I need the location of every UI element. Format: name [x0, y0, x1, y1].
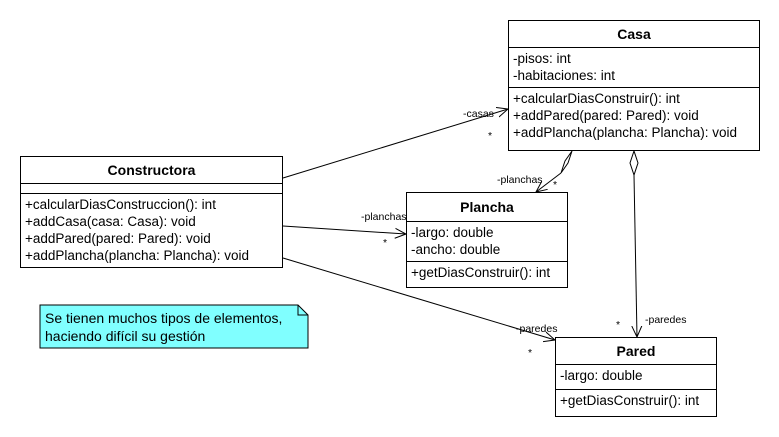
method: +addPared(pared: Pared): void	[25, 231, 211, 246]
label-role-planchas-casa: -planchas	[497, 174, 543, 186]
aggregation-diamond-casa-planchas	[560, 150, 573, 174]
method: +addPlancha(plancha: Plancha): void	[513, 125, 738, 140]
method: +addPared(pared: Pared): void	[513, 108, 699, 123]
class-plancha[interactable]: Plancha -largo: double -ancho: double +g…	[406, 192, 568, 288]
class-casa[interactable]: Casa -pisos: int -habitaciones: int +cal…	[508, 20, 760, 151]
label-mult-paredes-constructora: *	[528, 347, 533, 359]
label-role-paredes-casa: -paredes	[645, 314, 687, 326]
aggregation-diamond-casa-paredes	[629, 149, 639, 177]
class-pared-name: Pared	[556, 338, 716, 365]
class-plancha-attributes: -largo: double -ancho: double	[407, 222, 567, 262]
class-plancha-name: Plancha	[407, 193, 567, 222]
method: +calcularDiasConstruccion(): int	[25, 197, 216, 212]
class-constructora[interactable]: Constructora +calcularDiasConstruccion()…	[20, 156, 283, 268]
class-constructora-attributes	[21, 184, 282, 194]
method: +calcularDiasConstruir(): int	[513, 91, 680, 106]
label-role-planchas-constructora: -planchas	[361, 211, 407, 223]
assoc-constructora-planchas	[282, 225, 406, 234]
class-casa-attributes: -pisos: int -habitaciones: int	[509, 48, 759, 88]
assoc-casa-planchas	[536, 172, 562, 192]
note: Se tienen muchos tipos de elementos, hac…	[40, 305, 308, 348]
label-mult-paredes-casa: *	[616, 319, 621, 331]
label-mult-planchas-constructora: *	[383, 237, 388, 249]
attribute: -ancho: double	[411, 242, 501, 257]
class-constructora-methods: +calcularDiasConstruccion(): int +addCas…	[21, 194, 282, 266]
class-pared-attributes: -largo: double	[556, 365, 716, 390]
attribute: -habitaciones: int	[513, 68, 616, 83]
note-fold	[297, 305, 308, 316]
attribute: -largo: double	[411, 225, 494, 240]
method: +addCasa(casa: Casa): void	[25, 214, 196, 229]
class-pared-methods: +getDiasConstruir(): int	[556, 390, 716, 411]
method: +addPlancha(plancha: Plancha): void	[25, 248, 250, 263]
note-line-2: haciendo difícil su gestión	[45, 328, 206, 344]
assoc-constructora-paredes	[282, 257, 555, 340]
attribute: -largo: double	[560, 368, 643, 383]
method: +getDiasConstruir(): int	[560, 393, 700, 408]
label-mult-casas: *	[488, 130, 493, 142]
label-role-paredes-constructora: -paredes	[516, 323, 558, 335]
note-shape	[39, 304, 309, 349]
class-casa-name: Casa	[509, 21, 759, 48]
note-line-1: Se tienen muchos tipos de elementos,	[45, 310, 283, 326]
class-pared[interactable]: Pared -largo: double +getDiasConstruir()…	[555, 337, 717, 417]
label-mult-planchas-casa: *	[553, 179, 558, 191]
method: +getDiasConstruir(): int	[411, 265, 551, 280]
assoc-constructora-casas	[282, 109, 508, 179]
note-text: Se tienen muchos tipos de elementos, hac…	[45, 309, 282, 345]
label-role-casas: -casas	[463, 108, 494, 120]
attribute: -pisos: int	[513, 51, 571, 66]
class-casa-methods: +calcularDiasConstruir(): int +addPared(…	[509, 88, 759, 143]
class-constructora-name: Constructora	[21, 157, 282, 184]
assoc-casa-paredes	[634, 174, 637, 337]
class-plancha-methods: +getDiasConstruir(): int	[407, 262, 567, 283]
